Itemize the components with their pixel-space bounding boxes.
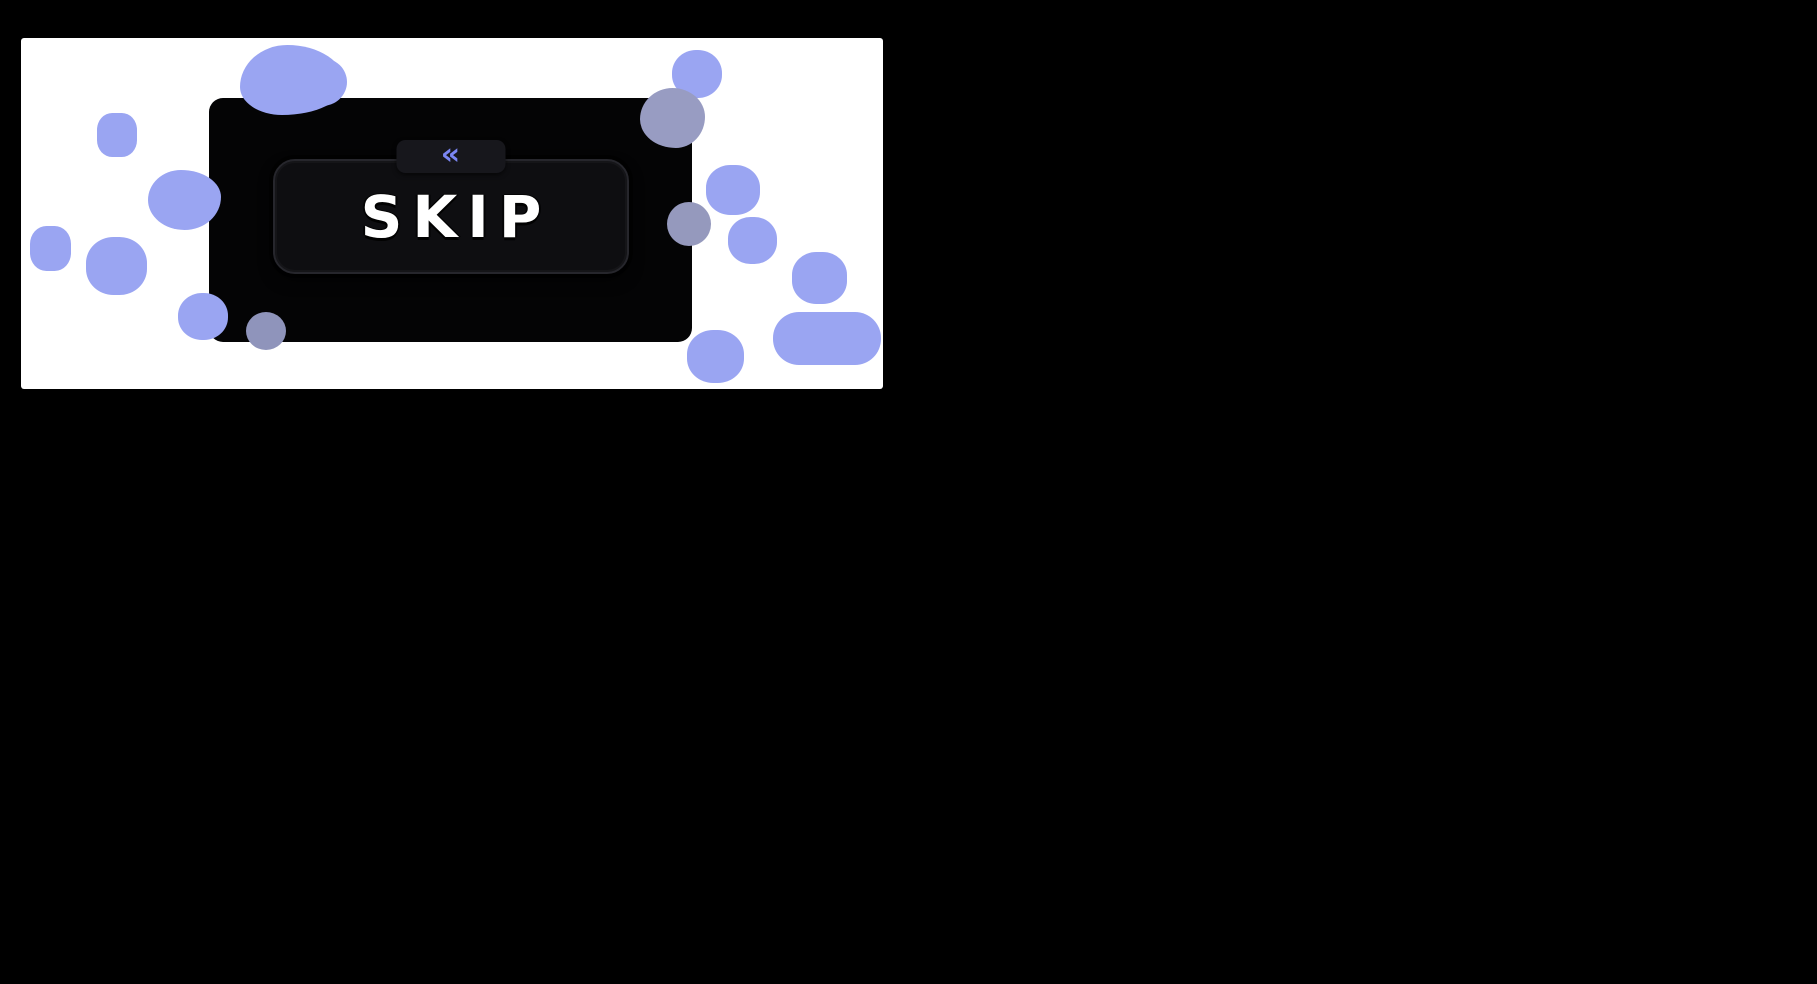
ink-blob <box>792 252 847 304</box>
collapse-tab[interactable]: « <box>396 136 505 173</box>
ink-blob <box>30 226 71 271</box>
game-canvas: SKIP « <box>21 38 883 389</box>
ink-blob <box>728 217 777 264</box>
skip-overlay: SKIP « <box>209 98 692 342</box>
skip-button-label: SKIP <box>360 182 552 251</box>
skip-button[interactable]: SKIP <box>273 159 629 274</box>
ink-blob <box>706 165 760 215</box>
double-chevron-left-icon: « <box>440 136 461 172</box>
ink-blob <box>687 330 744 383</box>
ink-blob <box>97 113 137 157</box>
ink-blob <box>672 50 722 98</box>
ink-blob <box>86 237 147 295</box>
ink-blob <box>773 312 881 365</box>
